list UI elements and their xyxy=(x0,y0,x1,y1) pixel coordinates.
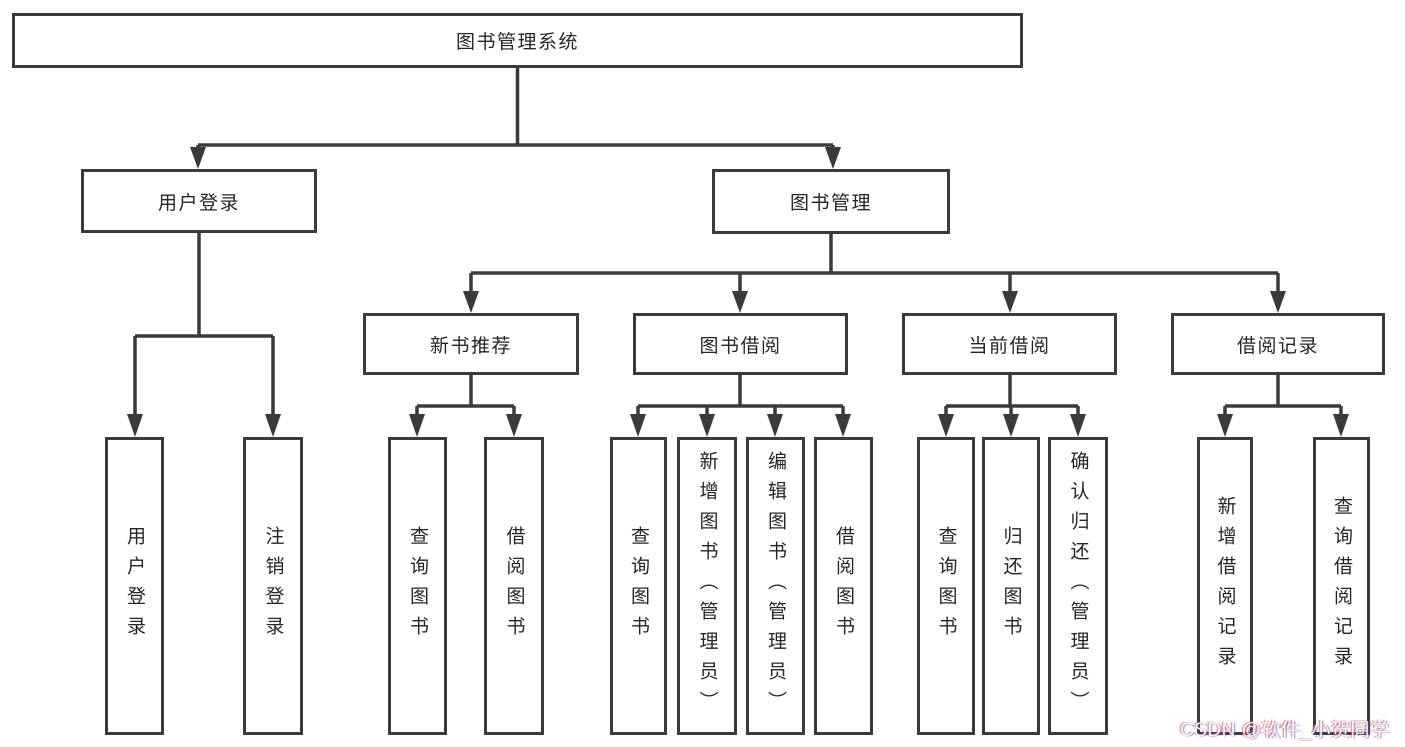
node-book-borrowing: 图书借阅 xyxy=(633,313,848,375)
node-book-management: 图书管理 xyxy=(712,169,950,234)
arrowhead xyxy=(506,414,522,437)
node-borrowing-records: 借阅记录 xyxy=(1171,313,1385,375)
node-current-borrowing: 当前借阅 xyxy=(902,313,1117,375)
csdn-watermark: CSDN @软件_小贺同学 xyxy=(1180,720,1390,741)
leaf-label: 查询借阅记录 xyxy=(1331,496,1352,676)
arrowhead xyxy=(1270,291,1286,313)
leaf-label: 查询图书 xyxy=(628,526,649,646)
arrowhead xyxy=(1217,414,1233,437)
arrowhead xyxy=(1003,414,1019,437)
connector-book-management-to-level3 xyxy=(463,234,1286,313)
arrowhead xyxy=(767,414,783,437)
arrowhead xyxy=(1333,414,1349,437)
leaf-query-books-borrow: 查询图书 xyxy=(610,437,667,735)
leaf-label: 新增图书（管理员） xyxy=(696,451,718,721)
leaf-confirm-return-admin: 确认归还（管理员） xyxy=(1048,437,1108,735)
leaf-label: 确认归还（管理员） xyxy=(1067,451,1089,721)
leaf-label: 查询图书 xyxy=(935,526,957,646)
leaf-label: 用户登录 xyxy=(124,526,145,646)
leaf-query-books-recommend: 查询图书 xyxy=(388,437,447,735)
connector-line xyxy=(415,375,516,418)
arrowhead xyxy=(835,414,851,437)
leaf-query-borrow-record: 查询借阅记录 xyxy=(1313,437,1370,735)
leaf-label: 借阅图书 xyxy=(503,526,525,646)
leaf-label: 注销登录 xyxy=(262,526,284,646)
leaf-user-login: 用户登录 xyxy=(105,437,164,735)
leaf-borrow-books: 借阅图书 xyxy=(814,437,873,735)
leaf-label: 新增借阅记录 xyxy=(1214,496,1236,676)
connector-line xyxy=(196,68,835,150)
connector-new-book-to-leaves xyxy=(409,375,522,437)
connector-line xyxy=(1223,375,1343,418)
arrowhead xyxy=(409,414,425,437)
arrowhead xyxy=(630,414,646,437)
leaf-return-book: 归还图书 xyxy=(982,437,1040,735)
leaf-label: 编辑图书（管理员） xyxy=(765,451,786,721)
arrowhead xyxy=(265,414,281,437)
connector-user-login-to-leaves xyxy=(127,233,281,437)
connector-line xyxy=(469,234,1280,294)
node-new-book-recommendation: 新书推荐 xyxy=(363,313,579,375)
arrowhead xyxy=(938,414,954,437)
arrowhead xyxy=(190,147,206,169)
node-user-login: 用户登录 xyxy=(81,169,317,233)
arrowhead xyxy=(699,414,715,437)
connector-line xyxy=(944,375,1080,418)
leaf-label: 借阅图书 xyxy=(833,526,854,646)
leaf-add-borrow-record: 新增借阅记录 xyxy=(1197,437,1253,735)
leaf-query-books-current: 查询图书 xyxy=(917,437,975,735)
arrowhead xyxy=(127,414,143,437)
leaf-borrow-books-recommend: 借阅图书 xyxy=(484,437,544,735)
node-library-management-system: 图书管理系统 xyxy=(12,13,1023,68)
leaf-label: 查询图书 xyxy=(407,526,428,646)
leaf-label: 归还图书 xyxy=(1000,526,1022,646)
arrowhead xyxy=(1070,414,1086,437)
arrowhead xyxy=(732,291,748,313)
arrowhead xyxy=(463,291,479,313)
connector-line xyxy=(133,233,275,418)
connector-root-to-branches xyxy=(190,68,841,169)
leaf-logout: 注销登录 xyxy=(243,437,303,735)
connector-book-borrow-to-leaves xyxy=(630,375,851,437)
leaf-edit-book-admin: 编辑图书（管理员） xyxy=(746,437,805,735)
connector-current-borrow-to-leaves xyxy=(938,375,1086,437)
connector-line xyxy=(636,375,845,418)
leaf-add-book-admin: 新增图书（管理员） xyxy=(677,437,737,735)
arrowhead xyxy=(825,147,841,169)
arrowhead xyxy=(1002,291,1018,313)
connector-borrow-records-to-leaves xyxy=(1217,375,1349,437)
